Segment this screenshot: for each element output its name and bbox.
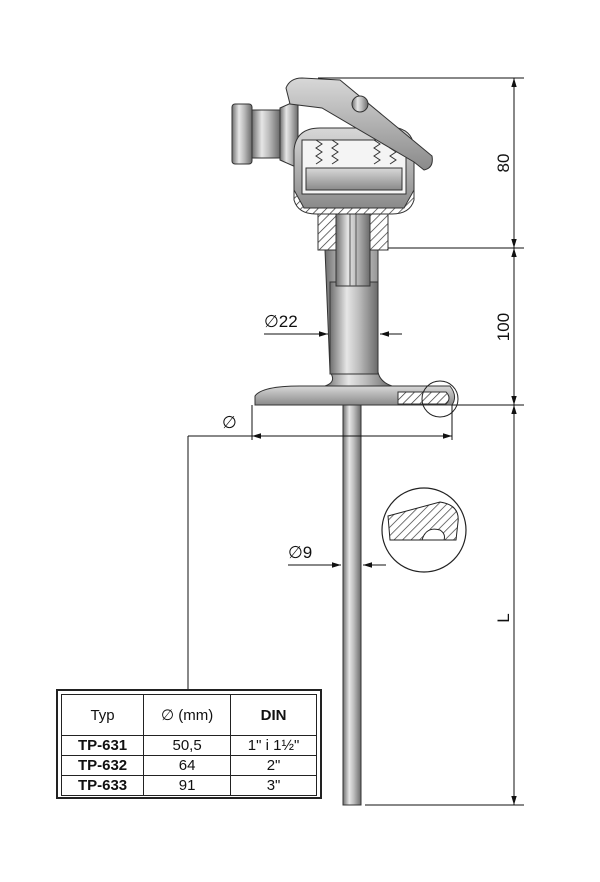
detail-circle-large [381, 487, 467, 573]
table-row: TP-631 50,5 1" i 1½" [60, 735, 317, 756]
flange-diameter-label: ∅ [222, 413, 237, 432]
header-diameter: ∅ (mm) [143, 694, 232, 736]
cell-din: 1" i 1½" [230, 735, 317, 756]
cell-din: 3" [230, 775, 317, 796]
left-dimensions [187, 331, 453, 689]
cell-typ: TP-631 [60, 735, 145, 756]
header-din: DIN [230, 694, 317, 736]
probe-diameter-label: ∅9 [288, 543, 312, 562]
spec-table-frame: Typ ∅ (mm) DIN TP-631 50,5 1" i 1½" TP-6… [56, 689, 322, 799]
table-header-row: Typ ∅ (mm) DIN [60, 694, 317, 736]
connection-head [231, 77, 433, 215]
table-row: TP-632 64 2" [60, 755, 317, 776]
cell-din: 2" [230, 755, 317, 776]
table-row: TP-633 91 3" [60, 775, 317, 796]
right-dimensions [318, 77, 524, 806]
header-typ: Typ [60, 694, 145, 736]
cell-typ: TP-633 [60, 775, 145, 796]
detail-circle-small [421, 380, 459, 418]
head-height-label: 80 [494, 154, 513, 173]
neck-length-label: 100 [494, 313, 513, 341]
cell-diameter: 64 [143, 755, 232, 776]
cell-typ: TP-632 [60, 755, 145, 776]
probe-rod [342, 404, 362, 806]
probe-length-label: L [494, 613, 513, 622]
neck-diameter-label: ∅22 [264, 312, 298, 331]
cell-diameter: 91 [143, 775, 232, 796]
cell-diameter: 50,5 [143, 735, 232, 756]
spec-table: Typ ∅ (mm) DIN TP-631 50,5 1" i 1½" TP-6… [60, 694, 317, 796]
